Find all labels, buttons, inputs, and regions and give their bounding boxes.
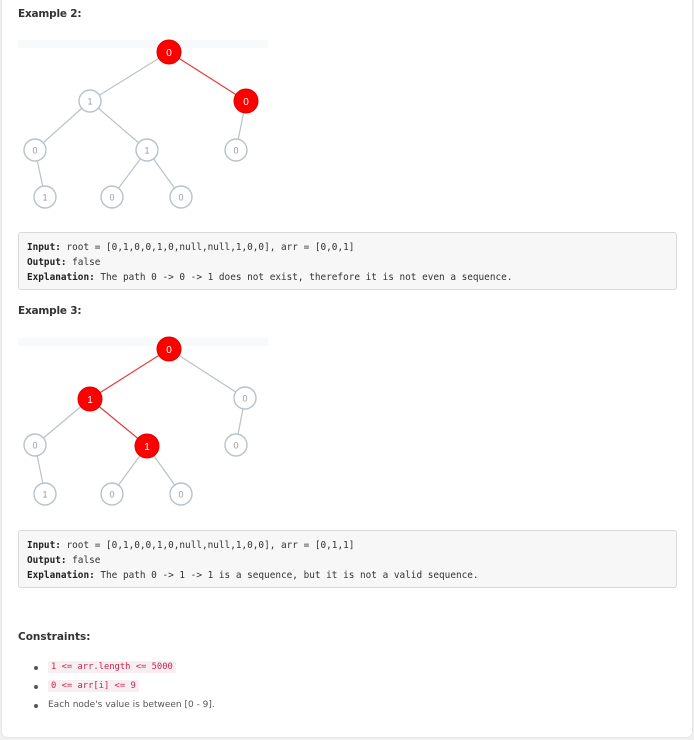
svg-text:0: 0 xyxy=(242,394,247,404)
output-label: Output: xyxy=(27,257,67,268)
example-3-tree-diagram: 0 1 0 0 1 0 1 0 xyxy=(18,336,268,506)
svg-text:0: 0 xyxy=(109,193,114,203)
tree-node: 0 xyxy=(23,138,47,162)
constraints-list: 1 <= arr.length <= 5000 0 <= arr[i] <= 9… xyxy=(18,658,215,715)
tree-node: 0 xyxy=(224,433,248,457)
svg-text:0: 0 xyxy=(178,193,183,203)
example-2-tree-diagram: 0 1 0 0 1 0 1 0 xyxy=(18,39,268,209)
tree-node: 0 xyxy=(23,433,47,457)
svg-text:1: 1 xyxy=(42,490,47,500)
example-3-heading: Example 3: xyxy=(18,305,82,317)
example-2-heading: Example 2: xyxy=(18,8,82,20)
tree-node: 0 xyxy=(224,138,248,162)
tree-node-root: 0 xyxy=(156,336,182,362)
svg-text:0: 0 xyxy=(166,345,172,356)
constraints-heading: Constraints: xyxy=(18,631,91,643)
svg-text:0: 0 xyxy=(233,146,238,156)
svg-text:1: 1 xyxy=(87,395,93,406)
tree-node: 0 xyxy=(169,482,193,506)
tree-node-root: 0 xyxy=(156,39,182,65)
output-label: Output: xyxy=(27,555,67,566)
svg-text:1: 1 xyxy=(42,193,47,203)
explanation-label: Explanation: xyxy=(27,272,95,283)
output-value: false xyxy=(66,555,101,566)
tree-node: 0 xyxy=(100,185,124,209)
tree-node: 1 xyxy=(77,386,103,412)
tree-node: 1 xyxy=(134,433,160,459)
constraint-code: 1 <= arr.length <= 5000 xyxy=(48,661,176,673)
tree-node: 0 xyxy=(169,185,193,209)
svg-text:0: 0 xyxy=(243,97,249,108)
input-value: root = [0,1,0,0,1,0,null,null,1,0,0], ar… xyxy=(60,540,355,551)
svg-text:0: 0 xyxy=(178,490,183,500)
svg-text:0: 0 xyxy=(32,146,37,156)
input-label: Input: xyxy=(27,242,61,253)
explanation-value: The path 0 -> 1 -> 1 is a sequence, but … xyxy=(94,570,479,581)
tree-node: 0 xyxy=(233,88,259,114)
tree-node: 1 xyxy=(78,89,102,113)
tree-node: 0 xyxy=(100,482,124,506)
tree-node: 1 xyxy=(135,138,159,162)
explanation-label: Explanation: xyxy=(27,570,95,581)
explanation-value: The path 0 -> 0 -> 1 does not exist, the… xyxy=(94,272,513,283)
input-value: root = [0,1,0,0,1,0,null,null,1,0,0], ar… xyxy=(60,242,355,253)
example-3-code-block: Input: root = [0,1,0,0,1,0,null,null,1,0… xyxy=(18,530,677,588)
svg-text:0: 0 xyxy=(166,48,172,59)
svg-text:1: 1 xyxy=(144,146,149,156)
svg-text:0: 0 xyxy=(233,441,238,451)
output-value: false xyxy=(66,257,101,268)
svg-text:1: 1 xyxy=(144,442,150,453)
svg-text:1: 1 xyxy=(87,97,92,107)
tree-node: 1 xyxy=(33,185,57,209)
constraint-item: Each node's value is between [0 - 9]. xyxy=(18,696,215,715)
svg-text:0: 0 xyxy=(32,441,37,451)
constraint-text: Each node's value is between [0 - 9]. xyxy=(48,700,215,710)
constraint-item: 0 <= arr[i] <= 9 xyxy=(18,677,215,696)
svg-text:0: 0 xyxy=(109,490,114,500)
constraint-item: 1 <= arr.length <= 5000 xyxy=(18,658,215,677)
input-label: Input: xyxy=(27,540,61,551)
example-2-code-block: Input: root = [0,1,0,0,1,0,null,null,1,0… xyxy=(18,232,677,290)
tree-node: 1 xyxy=(33,482,57,506)
tree-node: 0 xyxy=(233,386,257,410)
constraint-code: 0 <= arr[i] <= 9 xyxy=(48,680,139,692)
